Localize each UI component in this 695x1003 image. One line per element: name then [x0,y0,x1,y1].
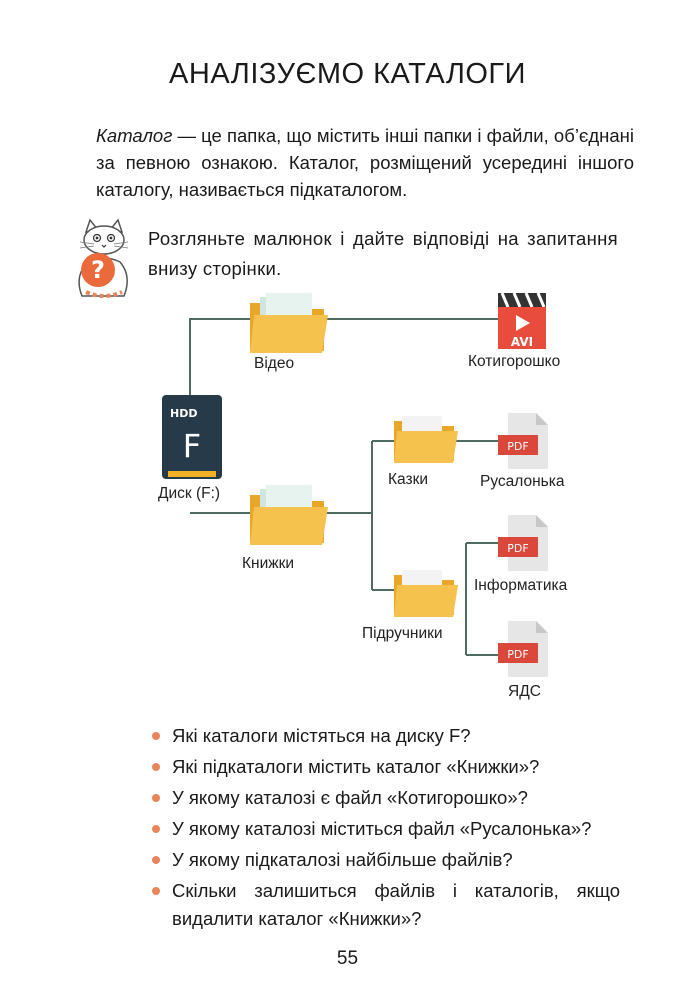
page-title: АНАЛІЗУЄМО КАТАЛОГИ [169,58,526,90]
intro-text: — це папка, що містить інші папки і файл… [96,125,634,200]
video-folder-icon [250,293,328,353]
video-folder-label: Відео [254,355,295,372]
bullet-icon [152,732,160,740]
books-folder-icon [250,485,328,545]
avi-badge: AVI [511,335,533,349]
list-item: У якому каталозі є файл «Котигорошко»? [150,784,620,812]
pdf-file-icon: PDF [498,515,548,571]
avi-file-icon: AVI [498,292,546,349]
page-number: 55 [336,948,359,969]
textbook-file-label: ЯДС [508,683,541,700]
intro-paragraph: Каталог — це папка, що містить інші папк… [96,122,634,203]
hdd-drive-icon: HDD F [162,395,222,479]
video-file-label: Котигорошко [468,353,561,370]
pdf-badge: PDF [507,440,528,453]
bullet-icon [152,794,160,802]
pdf-file-icon: PDF [498,413,548,469]
tales-file-label: Русалонька [480,473,565,490]
task-text: Розгляньте малюнок і дайте відповіді на … [148,228,618,279]
list-item: Які підкаталоги містить каталог «Книжки»… [150,753,620,781]
pdf-badge: PDF [507,648,528,661]
list-item: Скільки залишиться файлів і каталогів, я… [150,877,620,933]
tales-folder-icon [394,416,458,463]
pdf-file-icon: PDF [498,621,548,677]
bullet-icon [152,856,160,864]
hdd-badge: HDD [170,407,197,420]
bullet-icon [152,763,160,771]
pdf-badge: PDF [507,542,528,555]
drive-label: Диск (F:) [158,485,221,502]
directory-tree-diagram: HDD F [150,285,590,715]
drive-letter: F [183,427,201,465]
textbook-file-label: Інформатика [474,577,568,594]
list-item: У якому підкаталозі найбільше файлів? [150,846,620,874]
list-item: Які каталоги містяться на диску F? [150,722,620,750]
textbooks-folder-label: Підручники [362,625,443,642]
list-item: У якому каталозі міститься файл «Русалон… [150,815,620,843]
intro-term: Каталог [96,125,173,146]
textbooks-folder-icon [394,570,458,617]
bullet-icon [152,825,160,833]
questions-list: Які каталоги містяться на диску F? Які п… [150,722,620,936]
svg-text:?: ? [91,256,105,284]
books-folder-label: Книжки [242,555,295,572]
bullet-icon [152,887,160,895]
tales-folder-label: Казки [388,471,429,488]
cat-question-icon: ? [78,218,129,298]
